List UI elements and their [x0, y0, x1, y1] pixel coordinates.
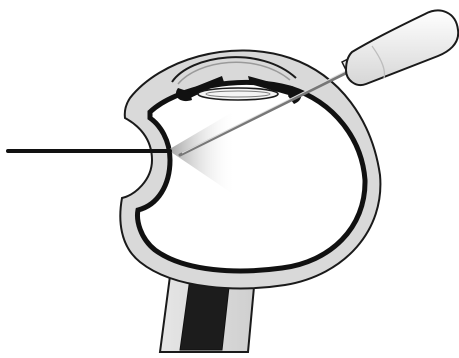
retina: [138, 82, 365, 270]
handheld-instrument: [346, 11, 458, 86]
crystalline-lens: [198, 88, 278, 100]
